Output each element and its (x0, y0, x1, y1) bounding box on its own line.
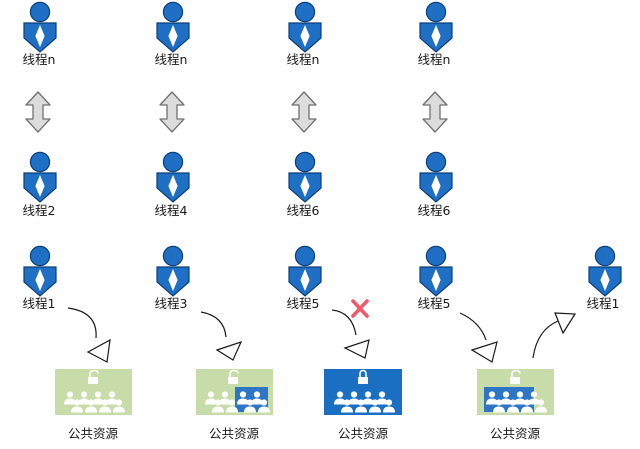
resource-2-label: 公共资源 (209, 426, 260, 441)
arrow-2-curve (200, 311, 227, 338)
thread-mid-4-person-icon (419, 151, 453, 203)
thread-mid-3-label: 线程6 (287, 203, 320, 218)
arrow-2-head-icon (215, 341, 243, 361)
thread-bottom-2-label: 线程3 (155, 296, 188, 311)
thread-mid-4-label: 线程6 (418, 203, 451, 218)
swap-4-double-arrow-icon (422, 91, 448, 133)
arrow-3-curve (331, 309, 357, 336)
thread-top-3-person-icon (288, 1, 322, 53)
swap-3-double-arrow-icon (291, 91, 317, 133)
swap-1-double-arrow-icon (25, 91, 51, 133)
thread-bottom-4-person-icon (419, 245, 453, 297)
thread-top-4-person-icon (419, 1, 453, 53)
thread-mid-2-label: 线程4 (155, 203, 188, 218)
arrow-1-head-icon (86, 338, 111, 363)
thread-extra-label: 线程1 (587, 296, 620, 311)
thread-bottom-3-person-icon (288, 245, 322, 297)
thread-top-2-label: 线程n (155, 52, 188, 67)
arrow-3-head-icon (343, 339, 370, 359)
blocked-red-x-icon (351, 299, 369, 318)
thread-mid-1-label: 线程2 (23, 203, 56, 218)
resource-1-label: 公共资源 (68, 426, 119, 441)
thread-mid-2-person-icon (156, 151, 190, 203)
thread-top-4-label: 线程n (418, 52, 451, 67)
arrow-1-curve (67, 307, 97, 339)
thread-extra-person-icon (588, 245, 622, 297)
thread-bottom-4-label: 线程5 (418, 296, 451, 311)
resource-3-label: 公共资源 (338, 426, 389, 441)
thread-top-1-label: 线程n (23, 52, 56, 67)
thread-bottom-2-person-icon (156, 245, 190, 297)
arrow-out-head-icon (554, 312, 577, 335)
arrow-4-head-icon (470, 341, 498, 363)
thread-mid-3-person-icon (288, 151, 322, 203)
arrow-4-curve (459, 312, 487, 341)
thread-bottom-1-label: 线程1 (23, 296, 56, 311)
thread-mid-1-person-icon (23, 151, 57, 203)
swap-2-double-arrow-icon (159, 91, 185, 133)
arrow-out-curve (532, 320, 559, 359)
thread-top-1-person-icon (23, 1, 57, 53)
resource-4-label: 公共资源 (490, 426, 541, 441)
thread-bottom-3-label: 线程5 (287, 296, 320, 311)
thread-bottom-1-person-icon (23, 245, 57, 297)
thread-top-2-person-icon (156, 1, 190, 53)
thread-top-3-label: 线程n (287, 52, 320, 67)
